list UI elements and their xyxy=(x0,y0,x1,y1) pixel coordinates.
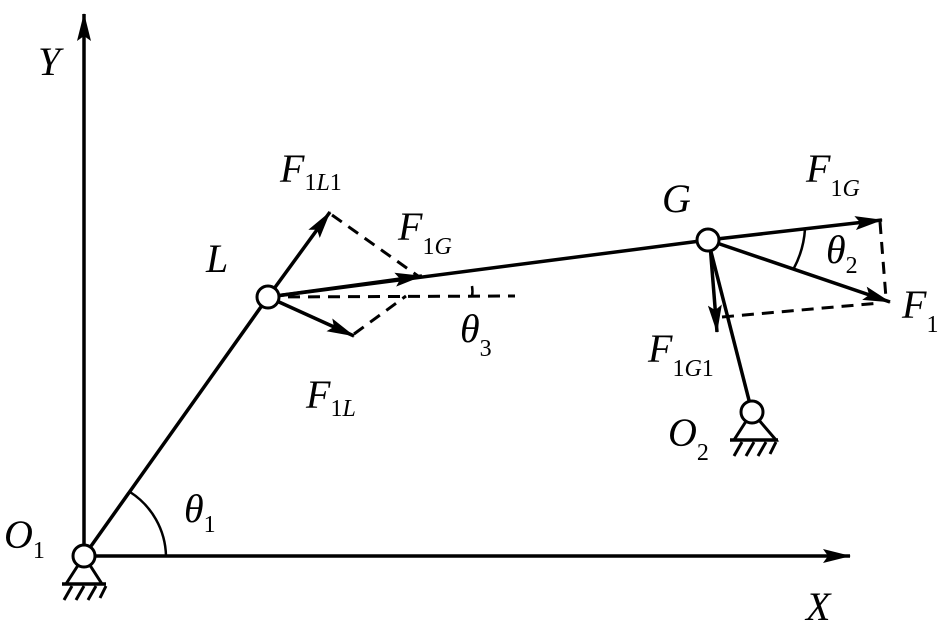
label-f1g-at-l: F1G xyxy=(397,204,452,260)
horizontal-reference-line xyxy=(267,294,516,299)
label-o2: O2 xyxy=(668,410,709,466)
joint-l xyxy=(255,284,281,310)
ground-support-o1 xyxy=(62,553,108,601)
force-f1g1-arrow xyxy=(707,243,722,333)
parallelogram-dash xyxy=(721,301,881,319)
joint-o2 xyxy=(739,399,765,425)
force-f1-arrow xyxy=(707,238,891,304)
label-theta2: θ2 xyxy=(826,227,858,279)
label-theta3: θ3 xyxy=(460,306,492,362)
force-f1l-arrow xyxy=(267,295,355,338)
parallelogram-dash xyxy=(353,294,407,336)
label-f1: F1 xyxy=(901,282,938,338)
y-axis-label: Y xyxy=(38,39,64,84)
label-l: L xyxy=(205,236,228,281)
label-f1l: F1L xyxy=(305,372,356,422)
force-f1l1-arrow xyxy=(266,210,332,299)
joint-g xyxy=(695,227,721,253)
label-o1: O1 xyxy=(4,512,45,564)
parallelogram-dash xyxy=(331,213,419,278)
force-f1g-arrow-at-g xyxy=(707,216,883,242)
x-axis-label: X xyxy=(804,584,832,629)
theta1-arc xyxy=(129,490,168,557)
link-g-o2 xyxy=(706,239,754,413)
label-g: G xyxy=(662,176,691,221)
parallelogram-dash xyxy=(878,221,888,299)
ground-support-o2 xyxy=(730,409,780,457)
label-f1g1: F1G1 xyxy=(647,326,714,382)
link-o1-l xyxy=(82,295,270,558)
force-f1g-arrow-at-l xyxy=(267,272,423,299)
label-theta1: θ1 xyxy=(184,486,216,538)
theta2-arc xyxy=(792,228,807,269)
joint-o1 xyxy=(71,543,97,569)
label-f1g-at-g: F1G xyxy=(805,146,860,202)
label-f1l1: F1L1 xyxy=(279,146,342,196)
